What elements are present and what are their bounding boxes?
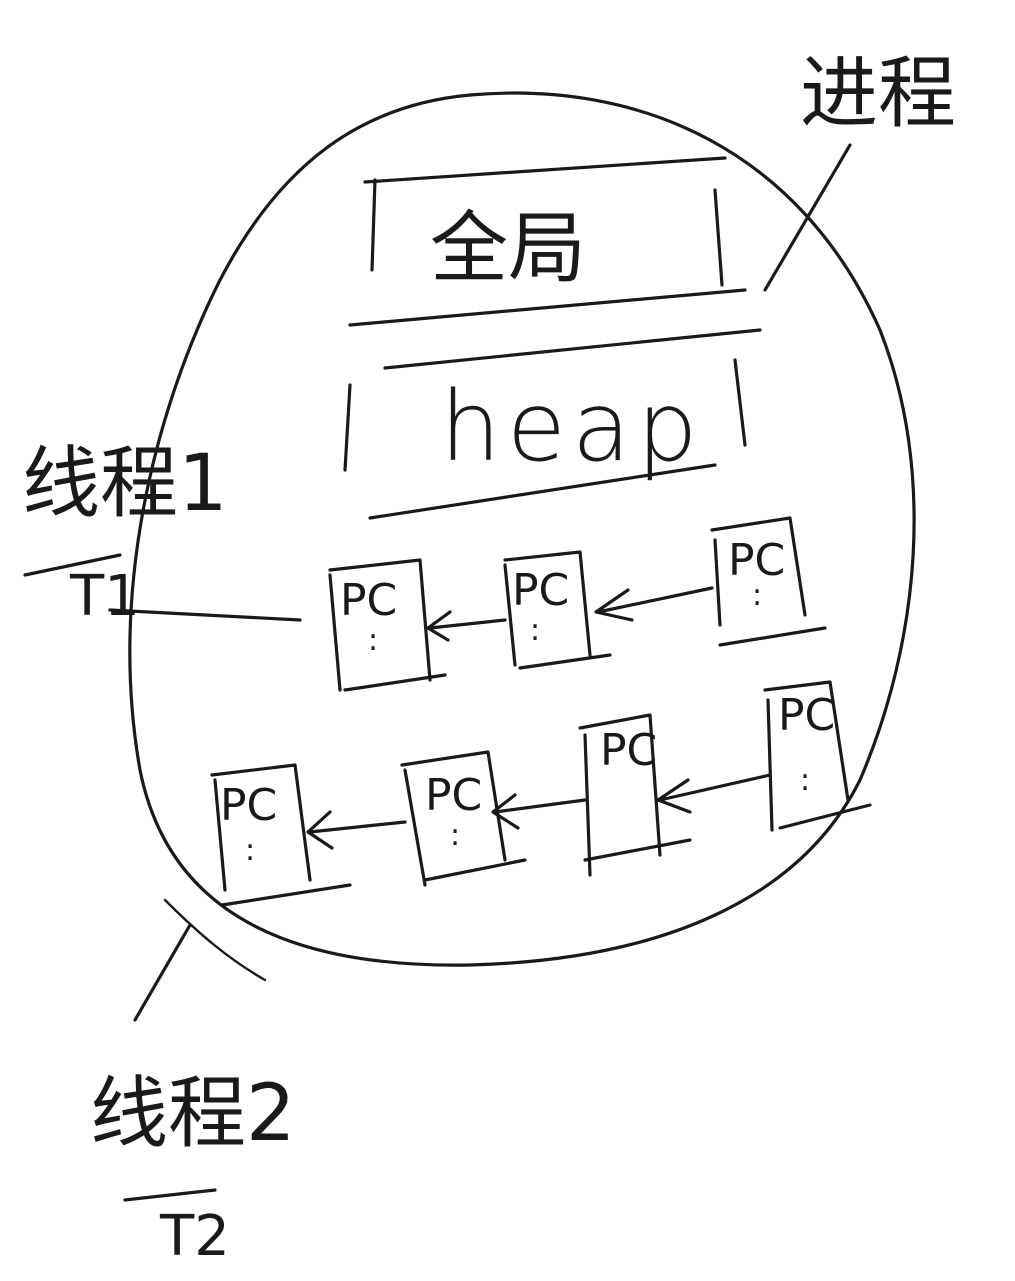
frame-link-arrow bbox=[491, 793, 587, 830]
process-boundary bbox=[128, 91, 916, 967]
frame-dots: : bbox=[800, 763, 810, 798]
frame-label: PC bbox=[220, 780, 277, 831]
thread2-frame: PC bbox=[578, 713, 692, 877]
process-label: 进程 bbox=[800, 49, 956, 139]
thread2-underline bbox=[123, 1188, 217, 1202]
thread1-underline bbox=[23, 553, 122, 577]
heap-label: heap bbox=[440, 371, 704, 483]
frame-label: PC bbox=[778, 690, 835, 741]
thread2-frame: PC : bbox=[400, 750, 527, 887]
frame-link-arrow bbox=[656, 773, 772, 814]
frame-dots: : bbox=[245, 833, 255, 868]
thread1-frame: PC : bbox=[710, 516, 827, 647]
thread1-id: T1 bbox=[69, 564, 140, 629]
frame-dots: : bbox=[752, 578, 762, 613]
frame-dots: : bbox=[368, 623, 378, 658]
thread2-frame: PC : bbox=[763, 680, 872, 832]
frame-label: PC bbox=[425, 770, 482, 821]
thread1-frame: PC : bbox=[328, 558, 447, 692]
thread1-label: 线程1 bbox=[22, 439, 228, 529]
frame-link-arrow bbox=[306, 810, 407, 850]
thread2-id: T2 bbox=[159, 1204, 230, 1269]
frame-link-arrow bbox=[594, 586, 714, 622]
frame-label: PC bbox=[512, 565, 569, 616]
global-label: 全局 bbox=[430, 204, 586, 294]
thread1-pointer bbox=[108, 608, 302, 622]
process-pointer bbox=[763, 143, 852, 292]
thread2-frame: PC : bbox=[210, 763, 352, 907]
thread1-frame: PC : bbox=[503, 550, 612, 670]
frame-label: PC bbox=[728, 535, 785, 586]
thread2-cross-mark bbox=[163, 898, 267, 982]
global-box bbox=[348, 156, 747, 327]
thread2-pointer bbox=[133, 923, 192, 1022]
frame-label: PC bbox=[600, 725, 657, 776]
heap-box bbox=[343, 328, 762, 520]
frame-link-arrow bbox=[426, 610, 507, 642]
thread2-label: 线程2 bbox=[90, 1069, 296, 1159]
frame-label: PC bbox=[340, 575, 397, 626]
frame-dots: : bbox=[450, 818, 460, 853]
frame-dots: : bbox=[530, 613, 540, 648]
thread1-stack: PC : PC : PC : bbox=[328, 516, 827, 692]
thread2-stack: PC : PC : PC PC : bbox=[210, 680, 872, 907]
